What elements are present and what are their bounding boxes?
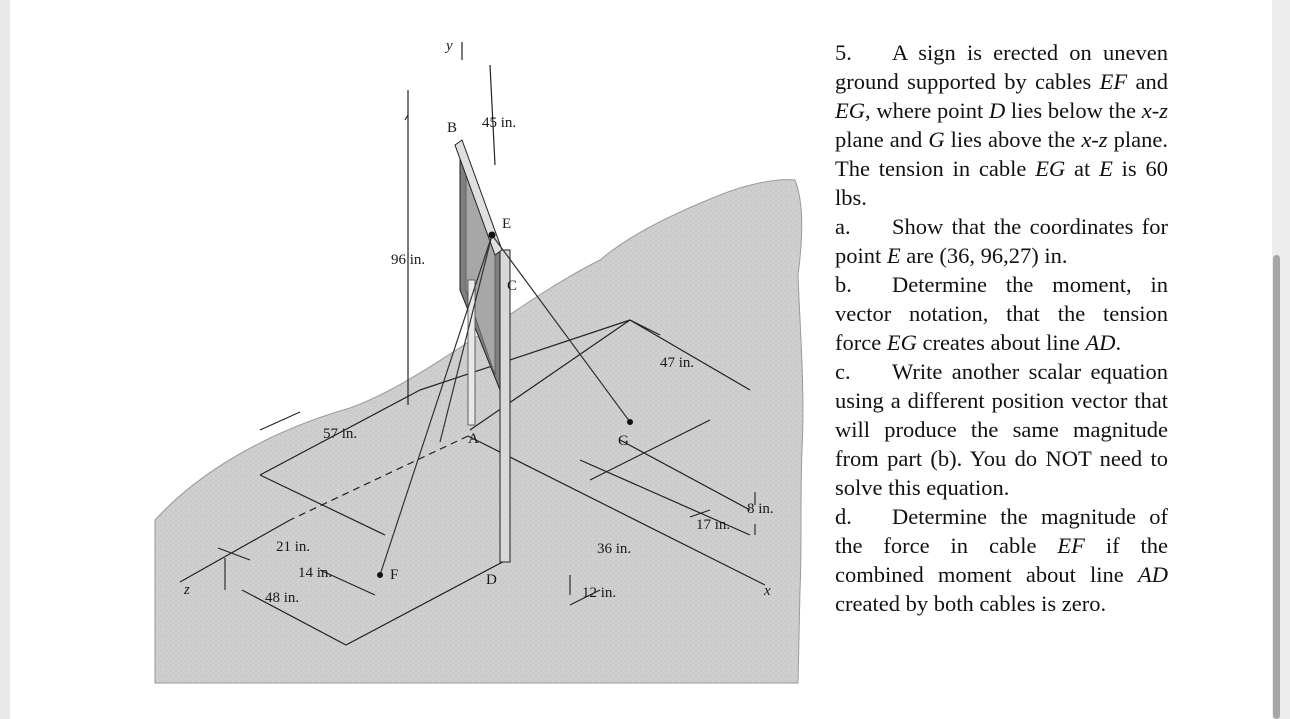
dim-14: 14 in. [298,565,332,581]
text-run: x-z [1081,127,1108,152]
sign-cable-figure: B E C A G F D y x z 45 in. 96 in. 47 in.… [150,30,810,685]
text-run: at [1065,156,1100,181]
text-run: EG [1035,156,1066,181]
problem-statement: 5.A sign is erected on uneven ground sup… [835,38,1168,212]
label-axis-x: x [763,583,771,599]
scrollbar-thumb[interactable] [1273,255,1280,719]
problem-parts: a.Show that the coordinates for point E … [835,212,1168,618]
part-label: c. [835,359,851,384]
text-run: G [928,127,945,152]
text-run: . [1115,330,1122,355]
problem-part: b.Determine the moment, in vector notati… [835,270,1168,357]
text-run: AD [1085,330,1116,355]
text-run: are (36, 96,27) in. [900,243,1068,268]
sign-top-bar [454,139,503,256]
dim-48: 48 in. [265,590,299,606]
label-point-a: A [468,431,479,447]
text-run: lies above the [944,127,1082,152]
part-text: Show that the coordinates for point E ar… [835,214,1168,268]
dim-8: 8 in. [747,501,774,517]
text-run: EF [1057,533,1085,558]
label-point-b: B [447,120,457,136]
text-run: creates about line [916,330,1086,355]
problem-part: d.Determine the magnitude of the force i… [835,502,1168,618]
text-run: Show that the coordinates for point [835,214,1168,268]
point-g-dot [627,419,633,425]
text-run: and [1127,69,1169,94]
dim-57: 57 in. [323,426,357,442]
label-point-f: F [390,567,398,583]
text-run: , where point [865,98,989,123]
problem-number: 5. [835,40,852,65]
figure-svg: B E C A G F D y x z 45 in. 96 in. 47 in.… [154,38,804,684]
problem-part: a.Show that the coordinates for point E … [835,212,1168,270]
text-run: created by both cables is zero. [835,591,1107,616]
text-run: A sign is erected on uneven ground suppo… [835,40,1168,94]
text-run: AD [1138,562,1168,587]
label-point-g: G [618,433,629,449]
text-run: lies below the [1005,98,1142,123]
text-run: EG [886,330,917,355]
problem-part: c.Write another scalar equation using a … [835,357,1168,502]
label-point-c: C [507,278,517,294]
part-label: b. [835,272,852,297]
text-run: Write another scalar equation using a di… [835,359,1168,500]
part-text: Determine the magnitude of the force in … [835,504,1168,616]
statement-text: A sign is erected on uneven ground suppo… [835,40,1168,210]
dim-17: 17 in. [696,517,730,533]
text-run: is 60 lbs. [835,156,1168,210]
dim-45: 45 in. [482,115,516,131]
point-e-dot [488,231,496,239]
part-label: a. [835,214,851,239]
ground-surface [154,179,804,684]
text-run: x-z [1141,98,1168,123]
label-axis-z: z [183,582,190,598]
point-f-dot [377,572,383,578]
text-run: D [988,98,1006,123]
dimension-arrows [217,319,756,606]
problem-text: 5.A sign is erected on uneven ground sup… [835,38,1168,618]
text-run: Determine the moment, in vector notation… [835,272,1168,355]
sign-post-back [467,279,476,426]
dim-12: 12 in. [582,585,616,601]
text-run: EF [1099,69,1128,94]
text-run: Determine the magnitude of the force in … [835,504,1168,558]
dim-36: 36 in. [597,541,631,557]
text-run: E [1099,156,1113,181]
text-run: EG [835,98,865,123]
sign-post-front [499,249,511,563]
part-text: Write another scalar equation using a di… [835,359,1168,500]
text-run: plane. The tension in cable [835,127,1168,181]
label-point-d: D [486,572,497,588]
text-run: E [886,243,901,268]
dim-96: 96 in. [391,252,425,268]
label-point-e: E [502,216,511,232]
part-text: Determine the moment, in vector notation… [835,272,1168,355]
cables [379,234,631,576]
dim-47: 47 in. [660,355,694,371]
axis-lines [179,42,766,646]
part-label: d. [835,504,852,529]
label-axis-y: y [444,38,453,54]
text-run: plane and [835,127,929,152]
dim-21: 21 in. [276,539,310,555]
text-run: if the combined moment about line [835,533,1168,587]
